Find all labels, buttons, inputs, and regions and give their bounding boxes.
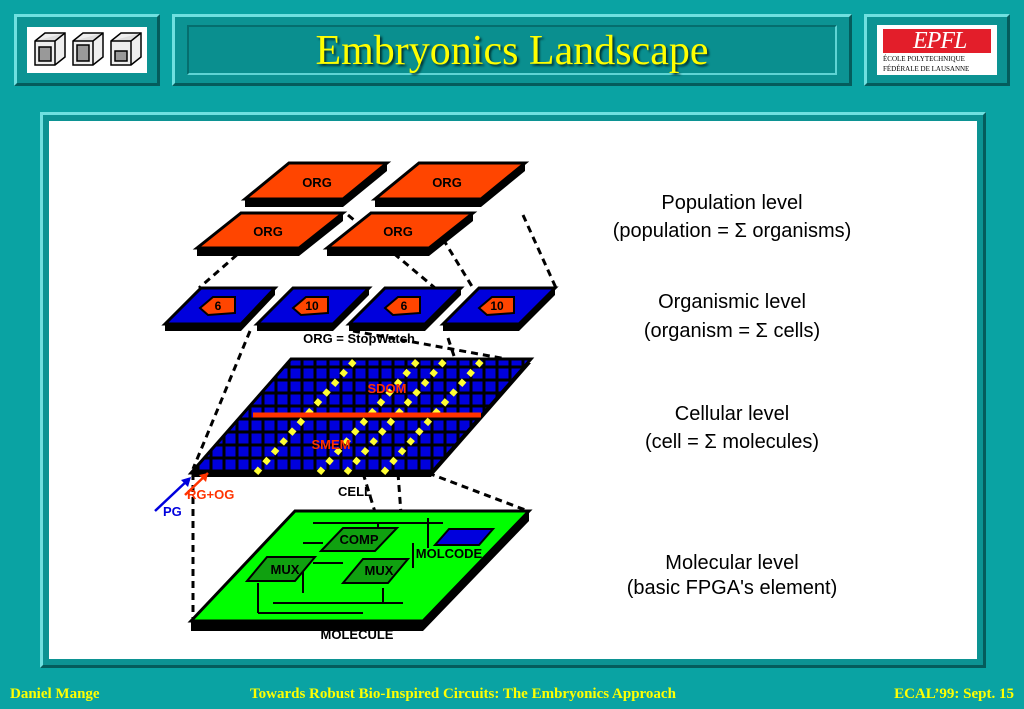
stopwatch-digit-2: 10 (305, 299, 319, 313)
mux-block-2 (340, 558, 411, 584)
molcode-label: MOLCODE (416, 546, 483, 561)
footer-talk-title: Towards Robust Bio-Inspired Circuits: Th… (250, 686, 676, 702)
organism-label-3: ORG (253, 224, 283, 239)
epfl-logo: EPFL ÉCOLE POLYTECHNIQUE FÉDÉRALE DE LAU… (877, 25, 997, 75)
organism-3: ORG (192, 211, 348, 256)
stopwatch-4: 10 (439, 286, 559, 331)
cellular-level-title: Cellular level (675, 403, 790, 425)
stopwatch-digit-3: 6 (401, 299, 408, 313)
organism-2: ORG (370, 161, 530, 207)
pg-arrow (154, 478, 190, 512)
main-panel: ORG ORG ORG ORG 6 (40, 112, 986, 668)
stopwatch-digit-1: 6 (215, 299, 222, 313)
comp-label: COMP (340, 532, 379, 547)
stopwatch-digit-4: 10 (490, 299, 504, 313)
cell-label: CELL (338, 484, 372, 499)
organismic-level-desc: (organism = Σ cells) (644, 320, 820, 342)
cell-array: SDOM SMEM (187, 357, 535, 477)
molcode-block (432, 528, 496, 546)
epfl-bar: EPFL (883, 29, 991, 53)
population-level-desc: (population = Σ organisms) (613, 220, 852, 242)
embryonics-diagram: ORG ORG ORG ORG 6 (154, 161, 852, 642)
mux-label-2: MUX (365, 563, 394, 578)
mux-label-1: MUX (271, 562, 300, 577)
level-descriptions: Population level (population = Σ organis… (613, 192, 852, 599)
organismic-level-title: Organismic level (658, 291, 806, 313)
slide-title: Embryonics Landscape (315, 28, 709, 74)
organism-label-1: ORG (302, 175, 332, 190)
stopwatch-label: ORG = StopWatch (303, 331, 415, 346)
smem-label: SMEM (312, 437, 351, 452)
title-panel: Embryonics Landscape (172, 14, 852, 86)
comp-block (318, 527, 400, 552)
stopwatch-1: 6 (161, 286, 279, 331)
footer-venue: ECAL’99: Sept. 15 (894, 686, 1014, 702)
stopwatch-3: 6 (345, 286, 465, 331)
epfl-line-2: FÉDÉRALE DE LAUSANNE (883, 65, 970, 73)
pg-label: PG (163, 504, 182, 519)
mux-block-1 (244, 556, 318, 582)
molecular-level-desc: (basic FPGA's element) (627, 577, 838, 599)
molecular-level-title: Molecular level (665, 552, 798, 574)
logo-right-panel: EPFL ÉCOLE POLYTECHNIQUE FÉDÉRALE DE LAU… (864, 14, 1010, 86)
cellular-level-desc: (cell = Σ molecules) (645, 431, 819, 453)
logo-left-frame (27, 27, 147, 73)
epfl-mark: EPFL (913, 28, 967, 54)
population-level-title: Population level (661, 192, 802, 214)
organism-label-2: ORG (432, 175, 462, 190)
epfl-line-1: ÉCOLE POLYTECHNIQUE (883, 55, 965, 63)
molecule-wiring (257, 518, 443, 614)
sdom-label: SDOM (368, 381, 407, 396)
molecule-label: MOLECULE (321, 627, 394, 642)
organism-4: ORG (322, 211, 478, 256)
title-frame (187, 25, 837, 75)
organism-label-4: ORG (383, 224, 413, 239)
stopwatch-2: 10 (253, 286, 373, 331)
footer-author: Daniel Mange (10, 686, 100, 702)
cube-logo-icon (34, 32, 142, 66)
organism-1: ORG (240, 161, 392, 207)
diagram-canvas: ORG ORG ORG ORG 6 (49, 121, 977, 659)
molecule-board: COMP MUX MUX MOLCODE (187, 509, 533, 631)
logo-left-panel (14, 14, 160, 86)
rg-og-label: RG+OG (187, 487, 234, 502)
